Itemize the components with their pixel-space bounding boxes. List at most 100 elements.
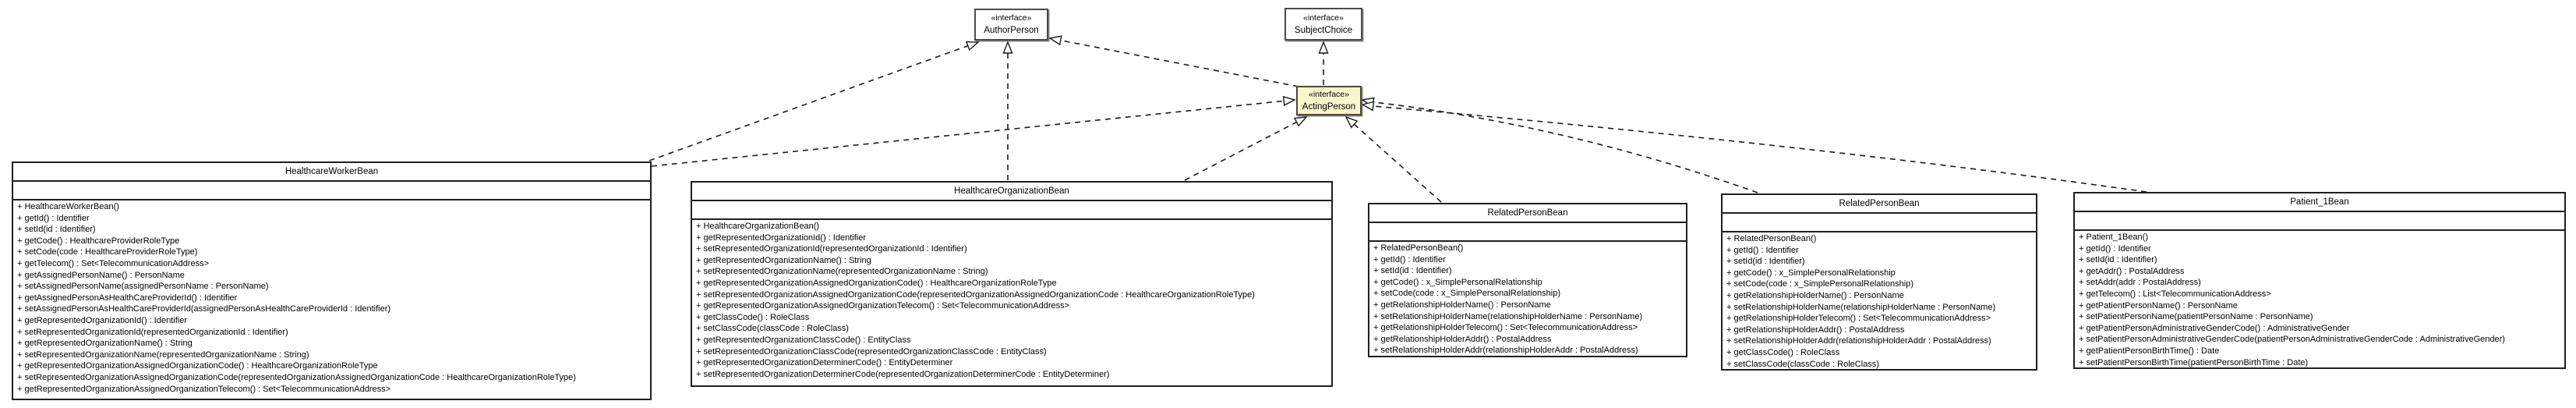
method-item: + setPatientPersonName(patientPersonName… bbox=[2079, 312, 2313, 322]
edge-organizationbean-actingperson bbox=[1184, 116, 1308, 181]
interface-node-actingperson[interactable]: «interface» ActingPerson bbox=[1296, 86, 1362, 115]
attributes-compartment bbox=[1369, 223, 1686, 242]
method-item: + HealthcareOrganizationBean() bbox=[696, 222, 820, 231]
method-item: + getCode() : x_SimplePersonalRelationsh… bbox=[1373, 277, 1542, 287]
class-title: RelatedPersonBean bbox=[1369, 204, 1686, 223]
methods-compartment: + RelatedPersonBean()+ getId() : Identif… bbox=[1369, 242, 1686, 356]
method-item: + getPatientPersonName() : PersonName bbox=[2079, 300, 2238, 310]
stereotype-label: «interface» bbox=[1309, 89, 1349, 99]
method-item: + setId(id : Identifier) bbox=[1726, 257, 1805, 267]
method-item: + getRelationshipHolderTelecom() : Set<T… bbox=[1726, 314, 1991, 324]
method-item: + setId(id : Identifier) bbox=[17, 225, 96, 235]
method-item: + getPatientPersonAdministrativeGenderCo… bbox=[2079, 323, 2350, 333]
attributes-compartment bbox=[1723, 214, 2036, 232]
method-item: + getRepresentedOrganizationAssignedOrga… bbox=[17, 361, 378, 371]
edge-relatedpersonbean1-actingperson bbox=[1345, 115, 1442, 203]
method-item: + getCode() : HealthcareProviderRoleType bbox=[17, 236, 180, 246]
attributes-compartment bbox=[2075, 212, 2564, 231]
method-item: + getRepresentedOrganizationAssignedOrga… bbox=[696, 278, 1057, 288]
method-item: + getRelationshipHolderAddr() : PostalAd… bbox=[1373, 334, 1552, 344]
class-title: HealthcareOrganizationBean bbox=[692, 183, 1331, 201]
class-node-relatedpersonbean-2[interactable]: RelatedPersonBean + RelatedPersonBean()+… bbox=[1721, 193, 2037, 371]
method-item: + setCode(code : HealthcareProviderRoleT… bbox=[17, 247, 198, 257]
method-item: + setRepresentedOrganizationDeterminerCo… bbox=[696, 369, 1110, 379]
interface-name: SubjectChoice bbox=[1294, 25, 1353, 35]
stereotype-label: «interface» bbox=[1303, 12, 1344, 23]
method-item: + getCode() : x_SimplePersonalRelationsh… bbox=[1726, 268, 1896, 278]
method-item: + setAddr(addr : PostalAddress) bbox=[2079, 278, 2201, 288]
edge-patientbean-actingperson bbox=[1361, 101, 2147, 193]
class-node-healthcareorganizationbean[interactable]: HealthcareOrganizationBean + HealthcareO… bbox=[691, 181, 1333, 387]
method-item: + getRelationshipHolderAddr() : PostalAd… bbox=[1726, 325, 1905, 335]
method-item: + getRepresentedOrganizationDeterminerCo… bbox=[696, 358, 953, 368]
method-item: + getPatientPersonBirthTime() : Date bbox=[2079, 346, 2220, 356]
method-item: + setRepresentedOrganizationAssignedOrga… bbox=[696, 289, 1255, 300]
edge-workerbean-authorperson bbox=[648, 41, 980, 161]
edge-organizationbean-authorperson bbox=[1002, 41, 1013, 180]
edge-actingperson-authorperson bbox=[1048, 35, 1299, 87]
method-item: + getRelationshipHolderName() : PersonNa… bbox=[1726, 290, 1904, 300]
method-item: + setRepresentedOrganizationName(represe… bbox=[17, 349, 309, 360]
class-title: Patient_1Bean bbox=[2075, 193, 2564, 212]
method-item: + getRepresentedOrganizationClassCode() … bbox=[696, 335, 911, 345]
method-item: + getRelationshipHolderTelecom() : Set<T… bbox=[1373, 323, 1638, 333]
interface-node-subjectchoice[interactable]: «interface» SubjectChoice bbox=[1284, 8, 1362, 41]
method-item: + getAssignedPersonAsHealthCareProviderI… bbox=[17, 293, 238, 303]
method-item: + setClassCode(classCode : RoleClass) bbox=[696, 324, 849, 334]
method-item: + getClassCode() : RoleClass bbox=[1726, 347, 1840, 357]
method-item: + getRepresentedOrganizationId() : Ident… bbox=[696, 232, 866, 243]
method-item: + getTelecom() : Set<TelecommunicationAd… bbox=[17, 258, 210, 268]
method-item: + getRepresentedOrganizationId() : Ident… bbox=[17, 315, 187, 325]
method-item: + getTelecom() : List<TelecommunicationA… bbox=[2079, 289, 2271, 299]
interface-node-authorperson[interactable]: «interface» AuthorPerson bbox=[974, 9, 1048, 41]
method-item: + setCode(code : x_SimplePersonalRelatio… bbox=[1726, 279, 1913, 289]
attributes-compartment bbox=[692, 201, 1331, 220]
class-title: RelatedPersonBean bbox=[1723, 195, 2036, 214]
method-item: + setRelationshipHolderAddr(relationship… bbox=[1726, 336, 1991, 346]
method-item: + getAssignedPersonName() : PersonName bbox=[17, 270, 185, 280]
method-item: + setAssignedPersonName(assignedPersonNa… bbox=[17, 282, 269, 292]
method-item: + getClassCode() : RoleClass bbox=[696, 312, 810, 322]
method-item: + getAddr() : PostalAddress bbox=[2079, 266, 2185, 276]
method-item: + setRepresentedOrganizationName(represe… bbox=[696, 267, 988, 277]
methods-compartment: + HealthcareOrganizationBean()+ getRepre… bbox=[692, 220, 1331, 385]
method-item: + HealthcareWorkerBean() bbox=[17, 202, 119, 211]
method-item: + getRepresentedOrganizationName() : Str… bbox=[696, 255, 871, 265]
method-item: + getRelationshipHolderName() : PersonNa… bbox=[1373, 300, 1551, 310]
method-item: + getId() : Identifier bbox=[1373, 254, 1446, 264]
edge-workerbean-actingperson bbox=[651, 96, 1296, 167]
methods-compartment: + RelatedPersonBean()+ getId() : Identif… bbox=[1723, 232, 2036, 369]
method-item: + getRepresentedOrganizationAssignedOrga… bbox=[696, 301, 1070, 311]
class-title: HealthcareWorkerBean bbox=[13, 163, 650, 182]
method-item: + setAssignedPersonAsHealthCareProviderI… bbox=[17, 304, 391, 314]
method-item: + setRepresentedOrganizationId(represent… bbox=[696, 244, 967, 254]
class-node-patient1bean[interactable]: Patient_1Bean + Patient_1Bean()+ getId()… bbox=[2073, 192, 2566, 369]
method-item: + setRelationshipHolderAddr(relationship… bbox=[1373, 346, 1638, 356]
method-item: + getId() : Identifier bbox=[17, 213, 90, 223]
method-item: + RelatedPersonBean() bbox=[1373, 243, 1464, 253]
stereotype-label: «interface» bbox=[991, 13, 1032, 23]
method-item: + getId() : Identifier bbox=[2079, 243, 2151, 254]
attributes-compartment bbox=[13, 182, 650, 200]
edge-relatedpersonbean2-actingperson bbox=[1361, 97, 1758, 193]
method-item: + setRepresentedOrganizationAssignedOrga… bbox=[17, 372, 576, 382]
method-item: + setRepresentedOrganizationId(represent… bbox=[17, 327, 288, 337]
methods-compartment: + Patient_1Bean()+ getId() : Identifier+… bbox=[2075, 231, 2564, 367]
method-item: + setPatientPersonAdministrativeGenderCo… bbox=[2079, 335, 2505, 345]
method-item: + setId(id : Identifier) bbox=[2079, 255, 2157, 265]
method-item: + setCode(code : x_SimplePersonalRelatio… bbox=[1373, 289, 1560, 299]
method-item: + setRelationshipHolderName(relationship… bbox=[1726, 302, 1996, 312]
method-item: + setPatientPersonBirthTime(patientPerso… bbox=[2079, 357, 2309, 367]
method-item: + RelatedPersonBean() bbox=[1726, 234, 1817, 243]
methods-compartment: + HealthcareWorkerBean() + getId() : Iden… bbox=[13, 200, 650, 399]
method-item: + setRepresentedOrganizationClassCode(re… bbox=[696, 346, 1047, 357]
method-item: + setRelationshipHolderName(relationship… bbox=[1373, 311, 1643, 321]
edge-actingperson-subjectchoice bbox=[1318, 41, 1329, 85]
class-node-healthcareworkerbean[interactable]: HealthcareWorkerBean + HealthcareWorkerB… bbox=[12, 161, 652, 400]
interface-name: ActingPerson bbox=[1302, 101, 1356, 112]
interface-name: AuthorPerson bbox=[984, 26, 1039, 35]
method-item: + setClassCode(classCode : RoleClass) bbox=[1726, 359, 1879, 369]
class-node-relatedpersonbean-1[interactable]: RelatedPersonBean + RelatedPersonBean()+… bbox=[1368, 203, 1687, 357]
method-item: + getRepresentedOrganizationName() : Str… bbox=[17, 339, 193, 349]
